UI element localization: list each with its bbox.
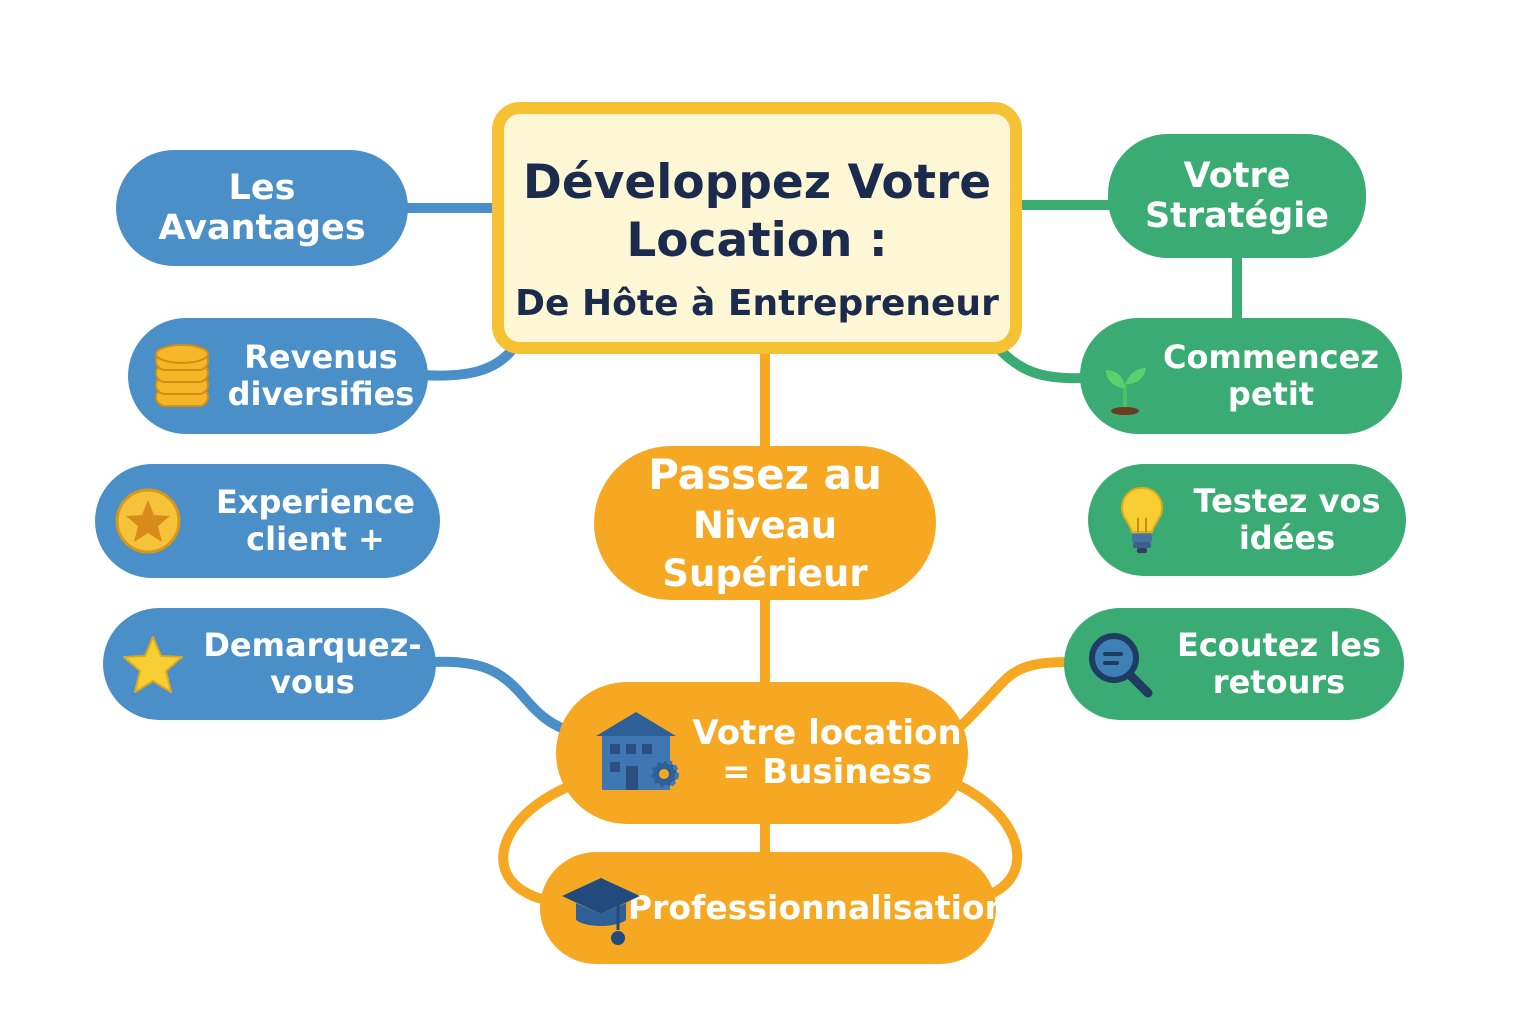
node-label-line: vous [270,663,355,701]
node-passez-au-niveau-superieur[interactable]: Passez au Niveau Supérieur [594,446,936,600]
node-label-line: Testez vos [1193,482,1381,521]
lightbulb-icon [1120,486,1164,553]
node-label-line: Les [228,167,296,208]
node-label-line: idées [1238,519,1336,557]
graduation-cap-icon [562,878,640,945]
central-title-box: Développez Votre Location : De Hôte à En… [492,102,1022,354]
node-label-line: diversifies [227,375,415,413]
building-gear-icon [596,712,679,790]
central-title: Développez Votre Location : [504,154,1010,270]
node-label-line: = Business [721,752,933,792]
node-label-line: Votre location [692,712,962,753]
connector-commencez [995,345,1090,384]
node-revenus-diversifies[interactable]: Revenus diversifies [128,318,428,434]
node-label-line: Revenus [244,338,398,377]
node-label-line: Professionnalisation [627,888,1009,928]
node-label-line: Experience [215,483,415,522]
node-label-line: Niveau Supérieur [662,504,868,596]
node-label-line: Ecoutez les [1176,626,1382,665]
connector-ecoutez [957,657,1073,730]
node-ecoutez-les-retours[interactable]: Ecoutez les retours [1064,608,1404,720]
node-votre-strategie[interactable]: Votre Stratégie [1108,134,1366,258]
node-testez-vos-idees[interactable]: Testez vos idées [1088,464,1406,576]
node-label-line: client + [246,520,385,558]
star-badge-icon [115,488,181,554]
node-professionnalisation[interactable]: Professionnalisation [540,852,1008,964]
node-label-line: Stratégie [1144,196,1330,236]
node-label-line: Avantages [158,208,366,248]
star-icon [123,636,183,693]
node-demarquez-vous[interactable]: Demarquez- vous [103,608,436,720]
node-label-line: Demarquez- [203,626,422,665]
node-experience-client[interactable]: Experience client + [95,464,440,578]
node-label-line: retours [1212,663,1346,701]
connector-demarquez [427,656,577,737]
title-line-2: Location : [626,213,888,268]
node-votre-location-business[interactable]: Votre location = Business [556,682,968,824]
magnifier-icon [1089,633,1153,698]
node-les-avantages[interactable]: Les Avantages [116,150,408,266]
node-label-line: Passez au [648,449,882,499]
sprout-icon [1106,368,1146,415]
node-label-line: Votre [1183,155,1291,196]
coins-icon [155,344,209,407]
node-label-line: Commencez [1163,338,1379,377]
node-label-line: petit [1227,375,1315,413]
connector-revenus [415,345,517,381]
node-commencez-petit[interactable]: Commencez petit [1080,318,1402,434]
title-line-1: Développez Votre [522,155,992,210]
central-subtitle: De Hôte à Entrepreneur [515,283,999,324]
